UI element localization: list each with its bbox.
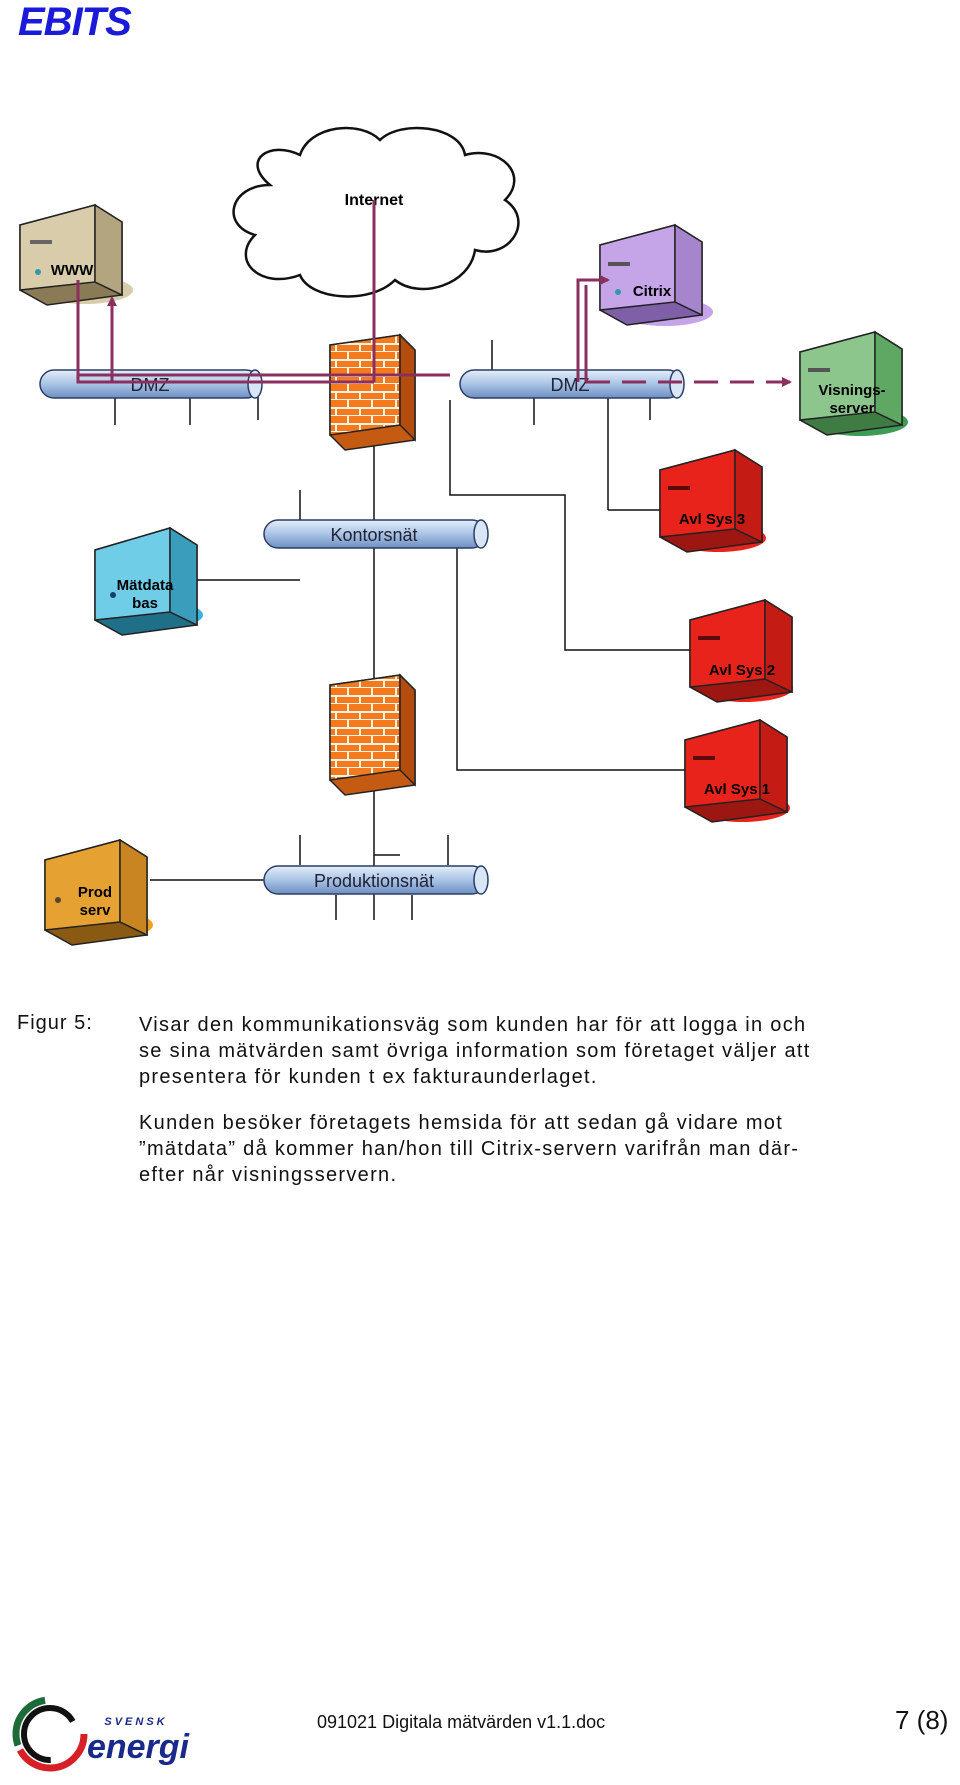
citrix-label: Citrix xyxy=(633,283,672,300)
visning-label-2: server xyxy=(829,400,874,417)
avl-sys-2-label: Avl Sys 2 xyxy=(709,662,775,679)
brand-title: EBITS xyxy=(18,0,132,44)
flow-arrows xyxy=(76,200,792,387)
visningsserver: Visnings- server xyxy=(799,330,908,436)
citrix-server: Citrix xyxy=(599,223,713,326)
caption-p2-line-2: ”mätdata” då kommer han/hon till Citrix-… xyxy=(139,1138,800,1160)
produktionsnat-pipe: Produktionsnät xyxy=(263,865,489,895)
avl-sys-1-label: Avl Sys 1 xyxy=(704,781,770,798)
caption-p2-line-3: efter når visningsservern. xyxy=(139,1164,398,1186)
caption-paragraph-1: Visar den kommunikationsväg som kunden h… xyxy=(139,1012,929,1090)
dmz-left-label: DMZ xyxy=(131,375,170,395)
caption-p2-line-1: Kunden besöker företagets hemsida för at… xyxy=(139,1112,784,1134)
avl-sys-2-server: Avl Sys 2 xyxy=(689,598,793,703)
avl-sys-3-label: Avl Sys 3 xyxy=(679,511,745,528)
prod-label-2: serv xyxy=(80,902,112,919)
firewall-lower xyxy=(329,673,416,796)
www-server: WWW xyxy=(19,203,133,306)
kontorsnat-pipe: Kontorsnät xyxy=(263,519,489,549)
internet-cloud: Internet xyxy=(232,126,520,298)
logo-main-text: energi xyxy=(87,1728,191,1766)
network-diagram: Internet DMZ DMZ Kont xyxy=(19,126,908,946)
dmz-right-label: DMZ xyxy=(551,375,590,395)
dmz-right-pipe: DMZ xyxy=(459,369,685,399)
footer-filename: 091021 Digitala mätvärden v1.1.doc xyxy=(317,1712,606,1732)
footer-page-number: 7 (8) xyxy=(895,1705,949,1735)
logo-top-text: SVENSK xyxy=(104,1716,167,1728)
caption-p1-line-1: Visar den kommunikationsväg som kunden h… xyxy=(139,1014,807,1036)
firewall-upper xyxy=(329,333,416,451)
matdata-server: Mätdata bas xyxy=(94,526,203,636)
avl-sys-1-server: Avl Sys 1 xyxy=(684,718,790,823)
produktionsnat-label: Produktionsnät xyxy=(314,871,434,891)
prod-label-1: Prod xyxy=(78,884,112,901)
avl-sys-3-server: Avl Sys 3 xyxy=(659,448,766,553)
matdata-label-2: bas xyxy=(132,595,158,612)
caption-paragraph-2: Kunden besöker företagets hemsida för at… xyxy=(139,1110,929,1188)
dmz-left-pipe: DMZ xyxy=(39,369,263,399)
svensk-energi-logo: SVENSK energi xyxy=(12,1696,191,1772)
matdata-label-1: Mätdata xyxy=(117,577,174,594)
caption-p1-line-3: presentera för kunden t ex fakturaunderl… xyxy=(139,1066,598,1088)
kontorsnat-label: Kontorsnät xyxy=(330,525,417,545)
caption-p1-line-2: se sina mätvärden samt övriga informatio… xyxy=(139,1040,811,1062)
visning-label-1: Visnings- xyxy=(818,382,885,399)
figure-label: Figur 5: xyxy=(17,1012,93,1034)
www-label: WWW xyxy=(51,262,94,279)
prod-server: Prod serv xyxy=(44,838,153,946)
